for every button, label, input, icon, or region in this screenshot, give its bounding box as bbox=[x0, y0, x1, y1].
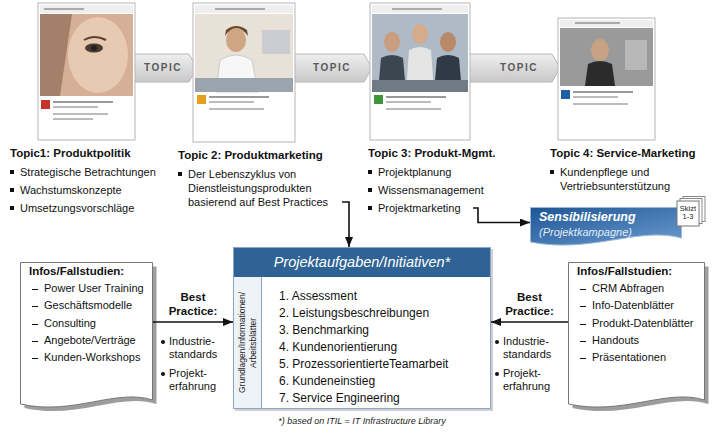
bullet-list: Strategische BetrachtungenWachstumskonze… bbox=[10, 165, 173, 219]
bullet-item: Wissensmanagement bbox=[368, 183, 473, 197]
page-stack bbox=[676, 196, 712, 233]
document-heading: Infos/Fallstudien: bbox=[577, 264, 672, 278]
campaign-banner: Sensibilisierung(Projektkampagne) bbox=[530, 207, 682, 244]
bullet-item: Kundenpflege und Vertriebsunterstützung bbox=[550, 165, 710, 193]
dash-item: Info-Datenblätter bbox=[580, 297, 701, 314]
topic-band bbox=[290, 54, 372, 82]
list-item: 4. Kundenorientierung bbox=[279, 339, 448, 356]
topic-band bbox=[130, 54, 197, 82]
dash-item: CRM Abfragen bbox=[580, 280, 701, 297]
topic-band-label: TOPIC bbox=[309, 62, 355, 74]
bullet-list: Kundenpflege und Vertriebsunterstützung bbox=[550, 165, 710, 197]
arrow-connector bbox=[473, 208, 530, 223]
vertical-label: Grundlagen/Informationen/ Arbeitsblätter bbox=[234, 277, 261, 408]
dash-item: Kunden-Workshops bbox=[32, 349, 149, 366]
footnote: *) based on ITIL = IT Infrastructure Lib… bbox=[233, 416, 491, 427]
topic-heading: Topic 4: Service-Marketing bbox=[550, 146, 696, 160]
arrow-connector bbox=[153, 321, 233, 323]
banner-title: Sensibilisierung bbox=[539, 210, 678, 225]
bullet-item: Projektmarketing bbox=[368, 201, 473, 215]
topic-heading: Topic1: Produktpolitik bbox=[10, 146, 131, 160]
bullet-item: Projektplanung bbox=[368, 165, 473, 179]
arrow-connector bbox=[342, 202, 349, 247]
box-header: Projektaufgaben/Initiativen* bbox=[234, 248, 490, 277]
banner-fill bbox=[531, 208, 682, 246]
topic-band bbox=[465, 54, 560, 82]
best-practice-item: Projekt-erfahrung bbox=[160, 367, 226, 393]
topic-heading: Topic 2: Produktmarketing bbox=[178, 148, 323, 162]
topic-column: Topic1: ProduktpolitikStrategische Betra… bbox=[8, 0, 173, 212]
bullet-list: Der Lebenszyklus von Dienstleistungsprod… bbox=[178, 167, 342, 213]
topic-band-label: TOPIC bbox=[496, 62, 542, 74]
arrow-connector bbox=[491, 321, 568, 323]
best-practice-item: Industrie-standards bbox=[494, 335, 560, 361]
list-item: 3. Benchmarking bbox=[279, 322, 448, 339]
list-item: 1. Assessment bbox=[279, 288, 448, 305]
dash-item: Power User Training bbox=[32, 280, 149, 297]
stack-page bbox=[677, 201, 699, 226]
cover-card bbox=[370, 3, 470, 140]
dash-list: CRM AbfragenInfo-DatenblätterProdukt-Dat… bbox=[580, 280, 701, 366]
task-box: Projektaufgaben/Initiativen*Grundlagen/I… bbox=[233, 247, 491, 409]
bullet-item: Umsetzungsvorschläge bbox=[10, 201, 173, 215]
best-practice-item: Projekt-erfahrung bbox=[494, 367, 560, 393]
dash-item: Präsentationen bbox=[580, 349, 701, 366]
cover-card bbox=[38, 3, 135, 140]
dash-item: Geschäftsmodelle bbox=[32, 297, 149, 314]
bullet-item: Der Lebenszyklus von Dienstleistungsprod… bbox=[178, 167, 342, 209]
topic-column: Topic 3: Produkt-Mgmt.ProjektplanungWiss… bbox=[366, 0, 473, 218]
banner-text: Sensibilisierung(Projektkampagne) bbox=[539, 210, 678, 239]
edge-label: Best Practice: bbox=[500, 290, 560, 318]
sketch-stack: Skizt 1-3 bbox=[676, 196, 706, 227]
dash-item: Produkt-Datenblätter bbox=[580, 315, 701, 332]
cover-card bbox=[558, 18, 655, 140]
numbered-list: 1. Assessment2. Leistungsbeschreibungen3… bbox=[279, 288, 448, 407]
dash-item: Angebote/Verträge bbox=[32, 332, 149, 349]
edge-label: Best Practice: bbox=[163, 290, 223, 318]
info-document: Infos/Fallstudien: Power User TrainingGes… bbox=[20, 262, 153, 412]
stack-label: Skizt 1-3 bbox=[677, 205, 699, 221]
info-document: Infos/Fallstudien: CRM AbfragenInfo-Daten… bbox=[568, 262, 705, 412]
dash-item: Consulting bbox=[32, 315, 149, 332]
topic-band-label: TOPIC bbox=[140, 62, 186, 74]
list-item: 6. Kundeneinstieg bbox=[279, 373, 448, 390]
list-item: 5. ProzessorientierteTeamarbeit bbox=[279, 356, 448, 373]
list-item: 2. Leistungsbeschreibungen bbox=[279, 305, 448, 322]
dash-item: Handouts bbox=[580, 332, 701, 349]
list-item: 7. Service Engineering bbox=[279, 390, 448, 407]
bullet-item: Wachstumskonzepte bbox=[10, 183, 173, 197]
topic-column: Topic 2: ProduktmarketingDer Lebenszyklu… bbox=[176, 0, 342, 212]
document-heading: Infos/Fallstudien: bbox=[29, 264, 124, 278]
document-page bbox=[569, 263, 705, 408]
topic-heading: Topic 3: Produkt-Mgmt. bbox=[368, 146, 496, 160]
bullet-item: Strategische Betrachtungen bbox=[10, 165, 173, 179]
banner-subtitle: (Projektkampagne) bbox=[539, 225, 678, 239]
side-column: Grundlagen/Informationen/ Arbeitsblätter bbox=[234, 277, 262, 408]
best-practice-item: Industrie-standards bbox=[160, 335, 226, 361]
document-page bbox=[21, 263, 153, 408]
bullet-list: ProjektplanungWissensmanagementProjektma… bbox=[368, 165, 473, 219]
dash-list: Power User TrainingGeschäftsmodelleConsu… bbox=[32, 280, 149, 366]
topic-column: Topic 4: Service-MarketingKundenpflege u… bbox=[548, 0, 710, 200]
cover-card bbox=[193, 3, 295, 142]
